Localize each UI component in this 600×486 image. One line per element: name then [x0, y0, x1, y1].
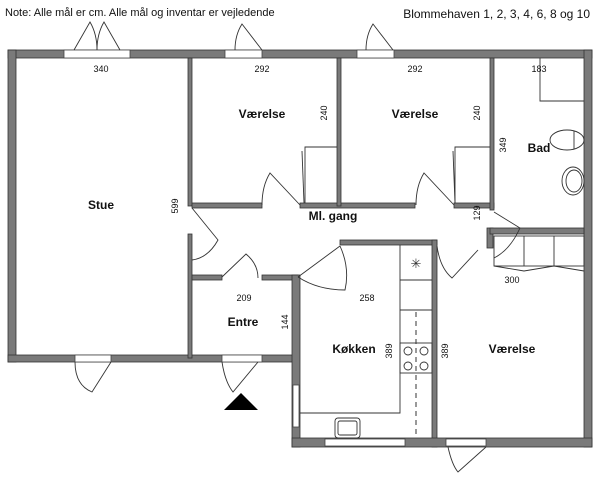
room-vaerelse-2: Værelse [392, 107, 439, 121]
dim-gang-height: 129 [472, 205, 482, 220]
room-labels: Stue Værelse Værelse Bad Ml. gang Entre … [88, 107, 550, 356]
dim-v1-height: 240 [319, 105, 329, 120]
toilet-icon [549, 129, 585, 151]
fixtures: ✳ [300, 58, 585, 439]
room-vaerelse-1: Værelse [239, 107, 286, 121]
address-text: Blommehaven 1, 2, 3, 4, 6, 8 og 10 [403, 7, 590, 21]
entrance-arrow-icon [224, 393, 258, 410]
dim-stue-width: 340 [93, 64, 108, 74]
dim-v2-width: 292 [407, 64, 422, 74]
room-entre: Entre [228, 315, 259, 329]
dim-v1-width: 292 [254, 64, 269, 74]
room-vaerelse-3: Værelse [489, 342, 536, 356]
room-bad: Bad [528, 141, 551, 155]
extractor-icon: ✳ [411, 256, 422, 271]
dimension-labels: 340 599 292 240 292 240 183 349 129 209 … [93, 64, 546, 359]
dim-koekken-height: 389 [384, 343, 394, 358]
room-koekken: Køkken [332, 342, 375, 356]
bathroom-sink-icon [561, 166, 585, 196]
walls [7, 49, 593, 448]
kitchen-sink-icon [334, 417, 361, 439]
dim-stue-height: 599 [170, 198, 180, 213]
dim-v3-width: 300 [504, 275, 519, 285]
dim-entre-height: 144 [280, 314, 290, 329]
room-stue: Stue [88, 198, 114, 212]
dim-koekken-width: 258 [359, 293, 374, 303]
windows [63, 49, 487, 447]
dim-bad-width: 183 [531, 64, 546, 74]
dim-v3-height: 389 [440, 343, 450, 358]
door-swings [73, 21, 521, 473]
dim-bad-height: 349 [498, 137, 508, 152]
dim-v2-height: 240 [472, 105, 482, 120]
room-gang: Ml. gang [309, 209, 358, 223]
dim-entre-width: 209 [236, 293, 251, 303]
note-text: Note: Alle mål er cm. Alle mål og invent… [5, 7, 275, 19]
